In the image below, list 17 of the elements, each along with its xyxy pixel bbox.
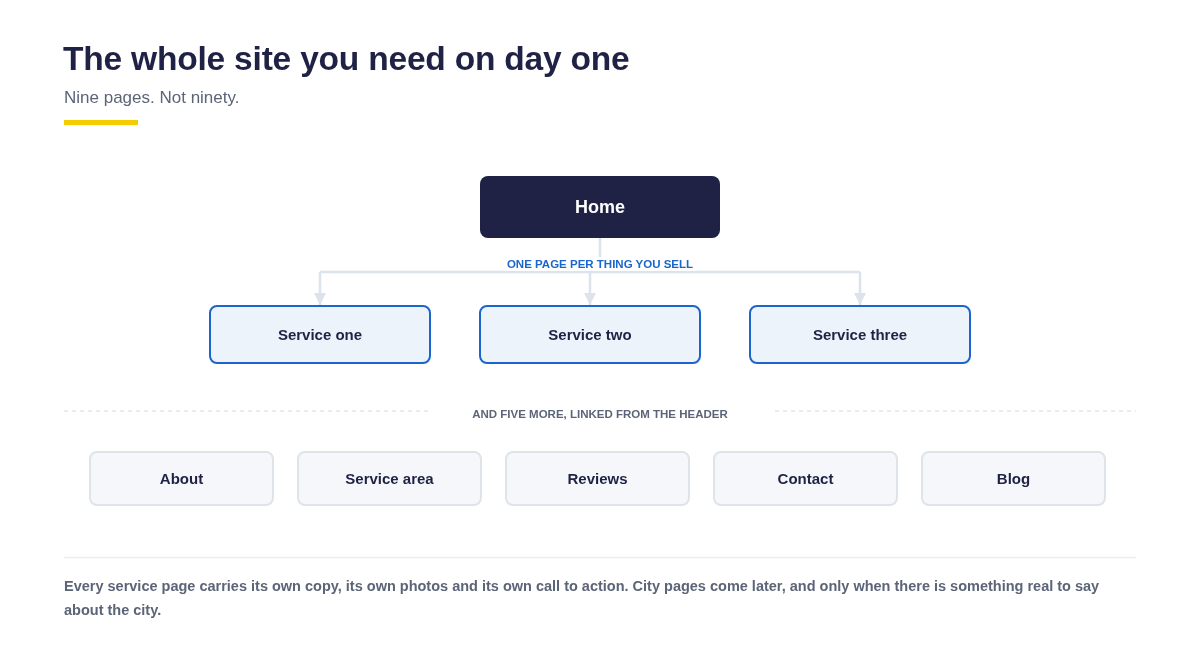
- page-node: Contact: [713, 451, 898, 506]
- caption-text: Every service page carries its own copy, its own photos and its own call to action. City pages come later, and only when there is something real to say about the city.: [64, 577, 1101, 620]
- service-page-node: Service one: [209, 305, 431, 364]
- page-node: Reviews: [505, 451, 690, 506]
- connector-arrow: [584, 272, 596, 305]
- diagram-title: The whole site you need on day one: [63, 40, 630, 78]
- connector-arrow: [854, 272, 866, 305]
- service-page-node: Service three: [749, 305, 971, 364]
- home-page-node: Home: [480, 176, 720, 238]
- page-node: Blog: [921, 451, 1106, 506]
- connector-line: [318, 238, 860, 274]
- subtitle: Nine pages. Not ninety.: [64, 88, 240, 108]
- edge-label: ONE PAGE PER THING YOU SELL: [503, 257, 697, 271]
- service-page-node: Service two: [479, 305, 701, 364]
- connector-arrow: [314, 272, 326, 305]
- page-node: About: [89, 451, 274, 506]
- page-node: Service area: [297, 451, 482, 506]
